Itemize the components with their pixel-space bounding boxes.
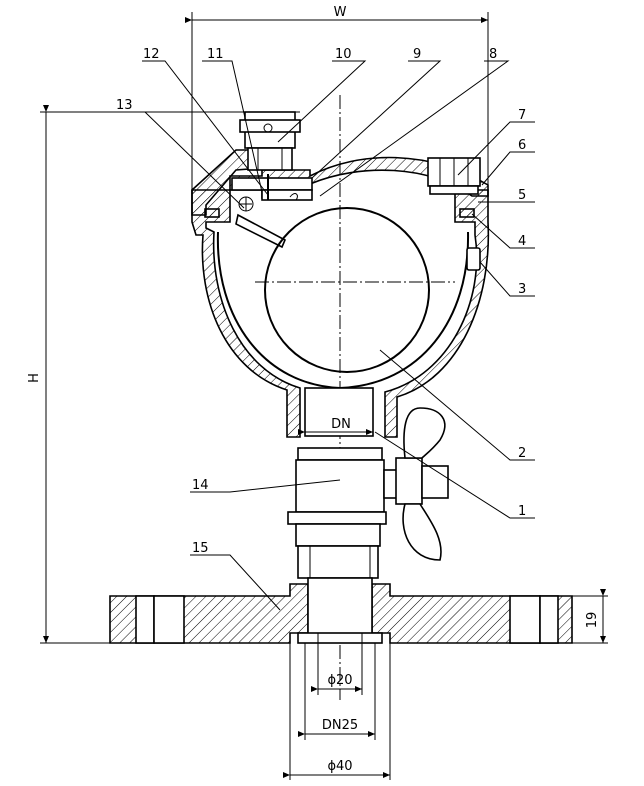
- dim-phi40-label: ϕ40: [327, 759, 352, 774]
- seal-ring-right: [459, 208, 475, 218]
- callout-labels: 1 2 3 4 5 6 7 8 9 10 11 12 13 14 15: [116, 47, 526, 556]
- dim-phi20-label: ϕ20: [327, 673, 352, 688]
- base-flange: [109, 577, 573, 644]
- callout-2: 2: [518, 446, 526, 461]
- callout-9: 9: [413, 47, 421, 62]
- exhaust-nozzle: [239, 111, 301, 171]
- dim-dn-label: DN: [331, 417, 351, 432]
- dim-h-label: H: [27, 373, 42, 383]
- ball-valve: [287, 407, 449, 579]
- dim-w-label: W: [334, 5, 347, 20]
- float-ball: [264, 207, 430, 373]
- callout-14: 14: [192, 478, 209, 493]
- callout-12: 12: [143, 47, 160, 62]
- callout-6: 6: [518, 138, 526, 153]
- side-plug: [466, 247, 481, 271]
- callout-8: 8: [489, 47, 497, 62]
- valve-handle-upper: [403, 407, 446, 459]
- callout-11: 11: [207, 47, 224, 62]
- callout-5: 5: [518, 188, 526, 203]
- dim-19-label: 19: [585, 612, 600, 629]
- callout-4: 4: [518, 234, 526, 249]
- callout-10: 10: [335, 47, 352, 62]
- dimension-bores: ϕ20 DN25 ϕ40: [283, 633, 391, 780]
- bolt-washer: [429, 185, 479, 195]
- float-lever: [231, 174, 313, 249]
- callout-leaders: [115, 60, 535, 611]
- cover-left-lug: [191, 149, 263, 216]
- callout-3: 3: [518, 282, 526, 297]
- callout-1: 1: [518, 504, 526, 519]
- dimension-h: H: [27, 105, 300, 644]
- callout-13: 13: [116, 98, 133, 113]
- callout-7: 7: [518, 108, 526, 123]
- dimension-flange-thickness: 19: [572, 589, 608, 644]
- dim-dn25-label: DN25: [322, 718, 358, 733]
- callout-15: 15: [192, 541, 209, 556]
- valve-body: [191, 189, 301, 438]
- dimension-w: W: [185, 5, 489, 190]
- valve-handle-lower: [402, 503, 442, 561]
- seal-ring-left: [204, 208, 220, 218]
